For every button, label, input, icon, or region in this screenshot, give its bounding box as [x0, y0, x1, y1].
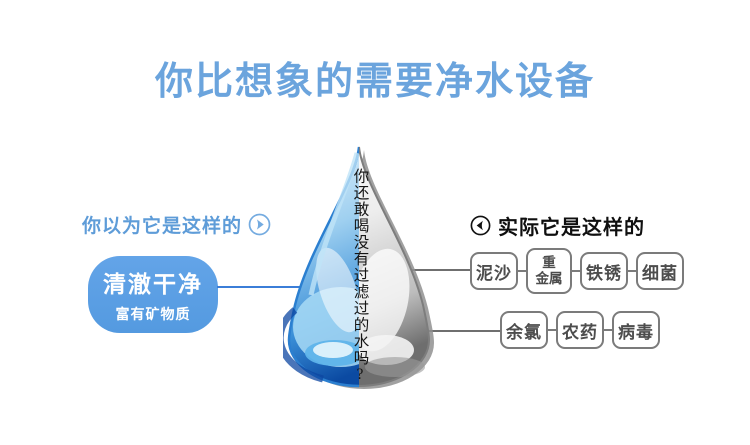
drop-question-text: 你还敢喝没有过滤过的水吗? [351, 168, 369, 384]
clean-card-title: 清澈干净 [103, 271, 203, 297]
connector-line-right-top [404, 269, 474, 271]
pill-connector [628, 270, 636, 272]
contaminant-pill-bacteria: 细菌 [636, 252, 684, 290]
right-reality-label: 实际它是这样的 [498, 217, 645, 239]
left-claim-label: 你以为它是这样的 [82, 216, 243, 237]
contaminant-pill-sediment: 泥沙 [470, 252, 518, 290]
connector-line-left [217, 286, 301, 288]
left-claim-header: 你以为它是这样的 [82, 211, 271, 238]
right-reality-header: 实际它是这样的 [470, 211, 645, 240]
contaminant-pill-virus: 病毒 [612, 311, 660, 349]
pill-connector [518, 270, 526, 272]
circle-right-arrow-icon [248, 213, 271, 236]
clean-water-card: 清澈干净 富有矿物质 [88, 256, 218, 333]
contaminant-pill-chlorine: 余氯 [500, 311, 548, 349]
contaminant-row-2: 余氯 农药 病毒 [500, 311, 660, 349]
contaminant-pill-heavy-metal: 重 金属 [526, 248, 572, 294]
contaminant-pill-pesticide: 农药 [556, 311, 604, 349]
circle-left-arrow-icon [470, 215, 491, 236]
pill-connector [572, 270, 580, 272]
pill-connector [604, 329, 612, 331]
connector-line-right-bottom [418, 330, 504, 332]
contaminant-pill-rust: 铁锈 [580, 252, 628, 290]
pill-connector [548, 329, 556, 331]
page-title: 你比想象的需要净水设备 [154, 61, 595, 103]
contaminant-row-1: 泥沙 重 金属 铁锈 细菌 [470, 248, 684, 294]
clean-card-subtitle: 富有矿物质 [115, 306, 191, 322]
water-drop-graphic [283, 145, 434, 389]
